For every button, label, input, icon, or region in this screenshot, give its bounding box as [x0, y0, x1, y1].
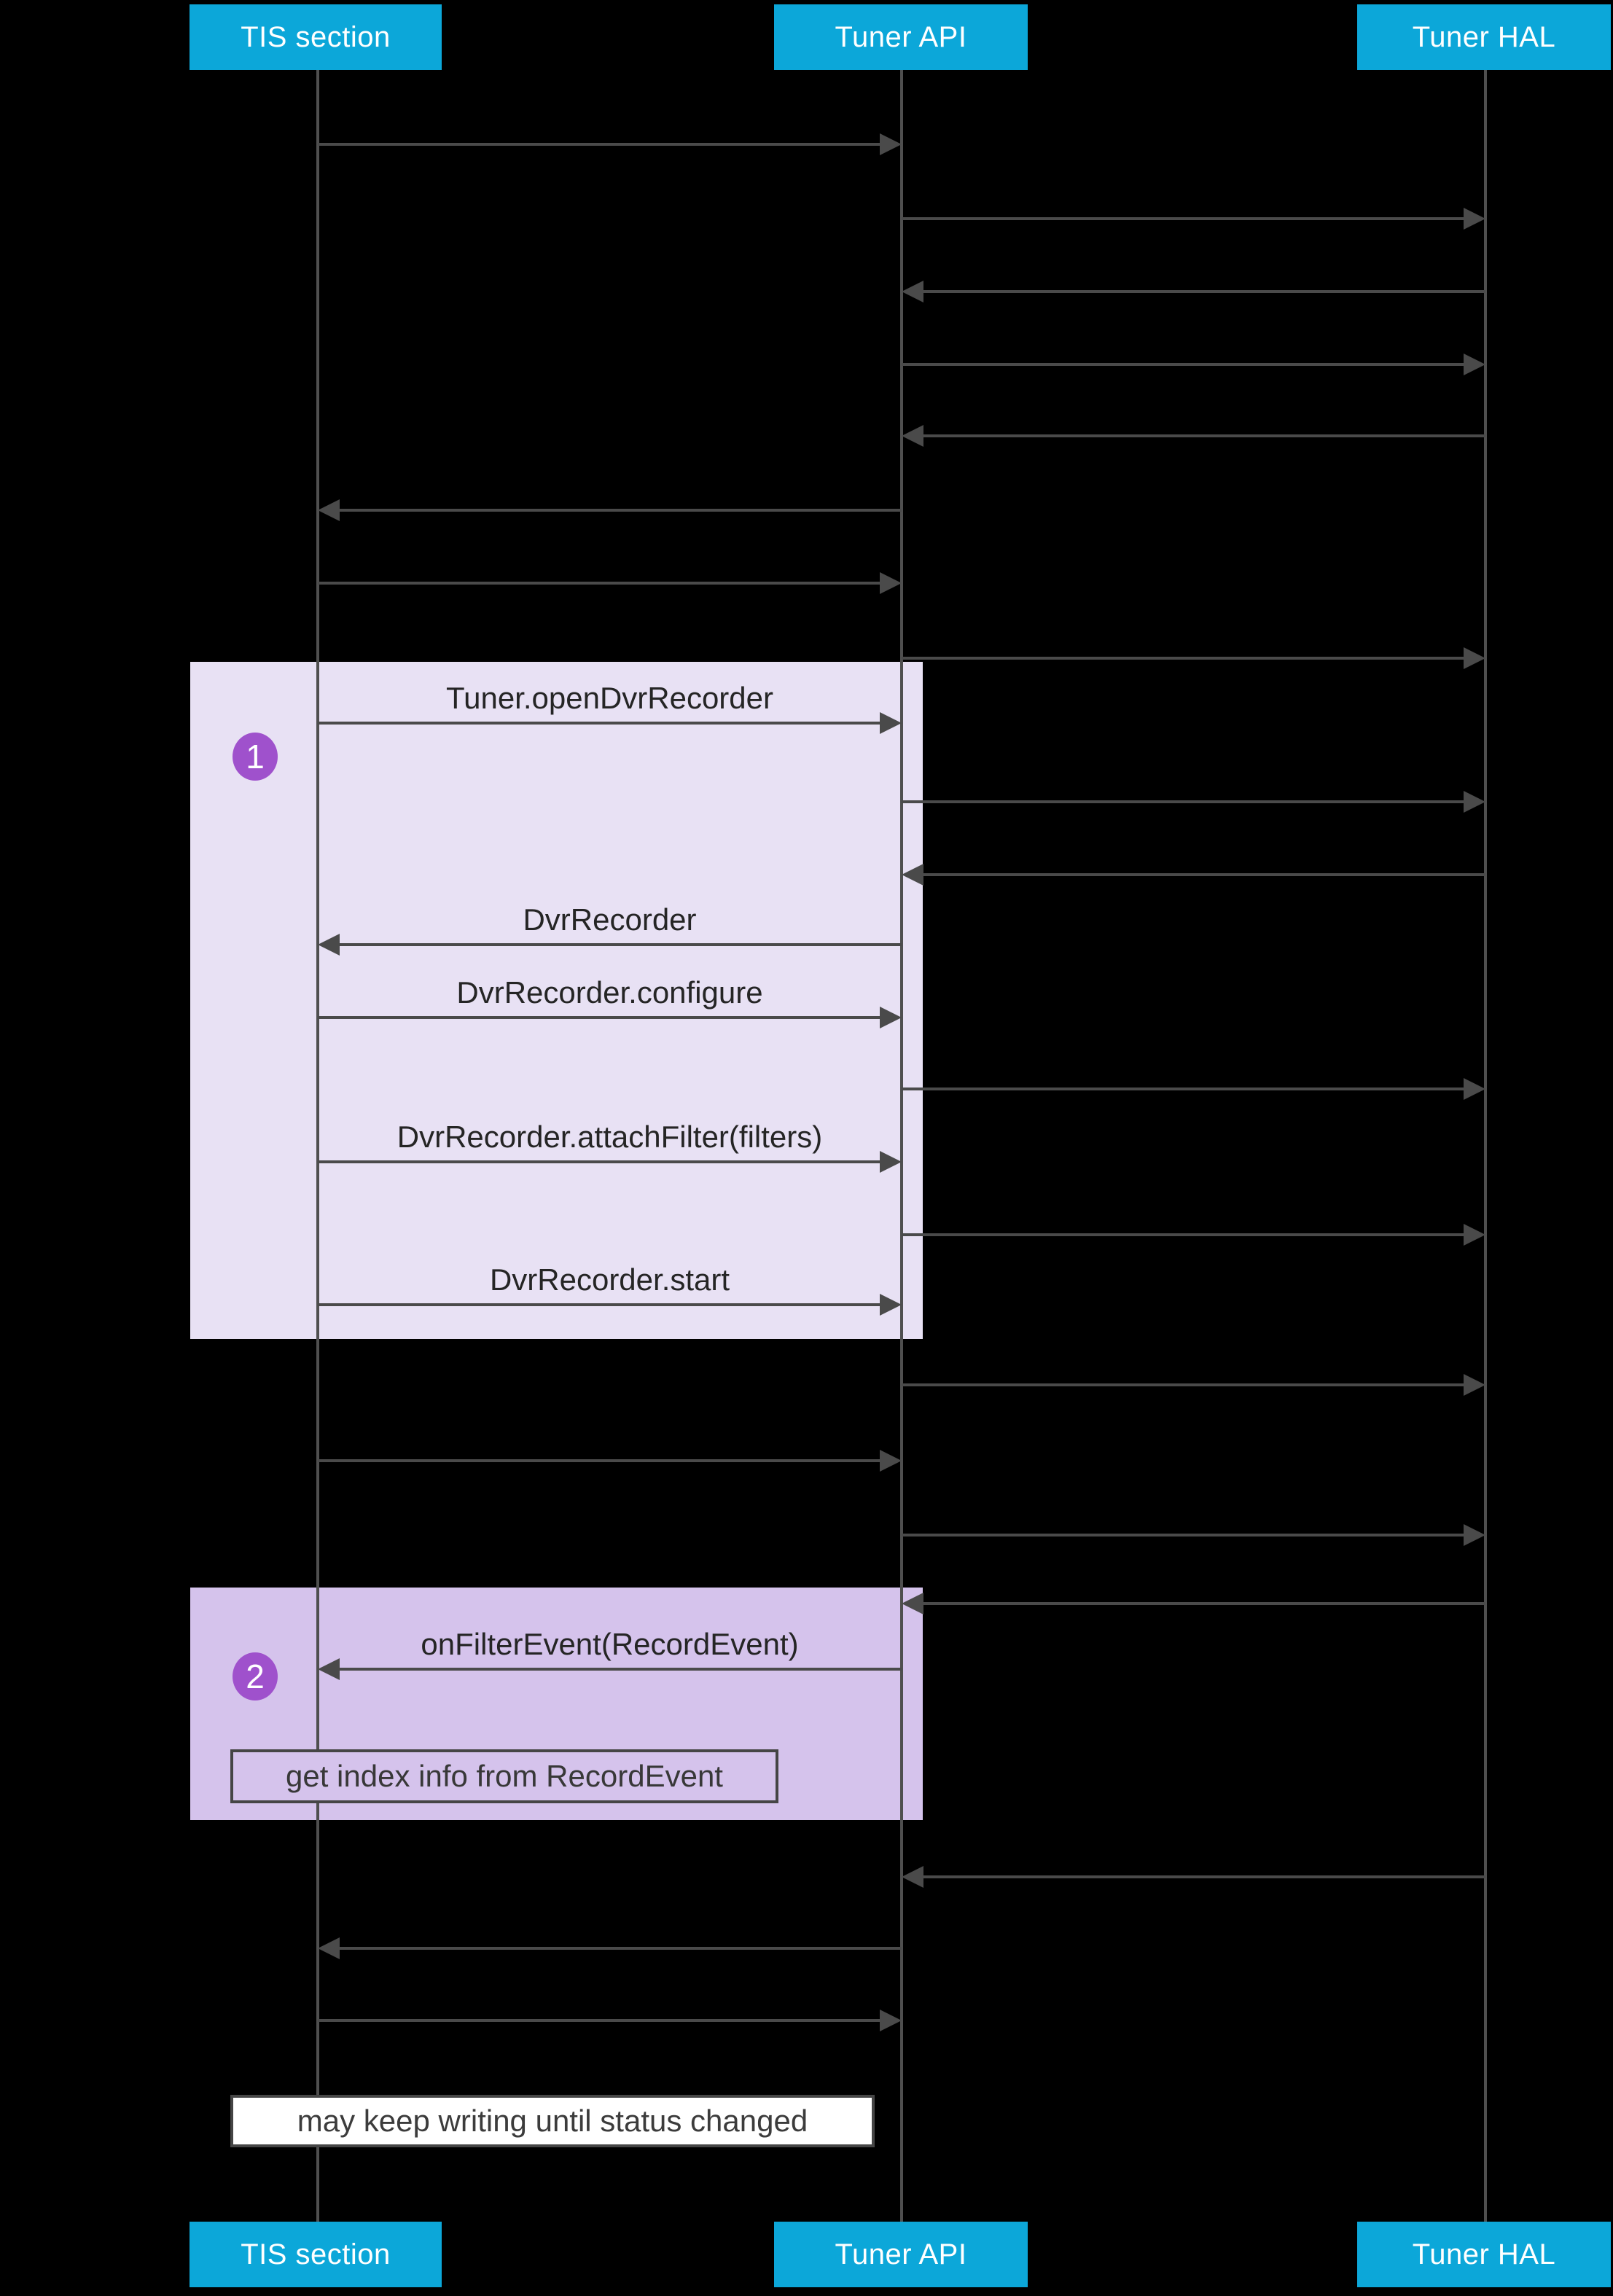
message-line	[318, 143, 884, 146]
message-line	[919, 1875, 1485, 1878]
arrowhead-icon	[880, 572, 902, 594]
step-badge-2: 2	[233, 1652, 278, 1700]
message-label: DvrRecorder.attachFilter(filters)	[397, 1120, 823, 1154]
message-line	[318, 582, 884, 585]
lifeline-tuner-hal	[1484, 70, 1487, 2222]
message-label: onFilterEvent(RecordEvent)	[421, 1627, 799, 1661]
highlight-region-1	[190, 662, 923, 1339]
arrowhead-icon	[902, 1866, 923, 1888]
message-label: DvrRecorder.start	[489, 1262, 730, 1297]
note-get-index-info: get index info from RecordEvent	[230, 1749, 778, 1803]
arrowhead-icon	[880, 133, 902, 155]
arrowhead-icon	[1464, 647, 1485, 669]
arrowhead-icon	[902, 864, 923, 886]
arrowhead-icon	[1464, 1224, 1485, 1246]
message-line	[919, 1602, 1485, 1605]
participant-header-top-tuner-hal: Tuner HAL	[1357, 4, 1611, 70]
arrowhead-icon	[902, 425, 923, 447]
message-line	[335, 943, 902, 946]
arrowhead-icon	[318, 1658, 340, 1680]
participant-header-bottom-tuner-api: Tuner API	[774, 2222, 1028, 2287]
message-line	[318, 1303, 884, 1306]
message-line	[902, 217, 1468, 220]
message-line	[318, 1016, 884, 1019]
arrowhead-icon	[1464, 1524, 1485, 1546]
message-line	[318, 722, 884, 725]
participant-header-top-tuner-api: Tuner API	[774, 4, 1028, 70]
message-line	[902, 1534, 1468, 1536]
arrowhead-icon	[902, 1593, 923, 1614]
message-line	[919, 290, 1485, 293]
arrowhead-icon	[880, 1294, 902, 1316]
participant-header-top-tis-section: TIS section	[190, 4, 442, 70]
note-may-keep-writing: may keep writing until status changed	[230, 2095, 875, 2147]
message-label: DvrRecorder	[523, 902, 697, 937]
message-line	[919, 873, 1485, 876]
message-line	[335, 1947, 902, 1950]
arrowhead-icon	[1464, 354, 1485, 375]
message-line	[318, 1160, 884, 1163]
message-line	[318, 2019, 884, 2022]
participant-header-bottom-tis-section: TIS section	[190, 2222, 442, 2287]
arrowhead-icon	[318, 499, 340, 521]
step-badge-1: 1	[233, 733, 278, 781]
arrowhead-icon	[902, 281, 923, 302]
participant-header-bottom-tuner-hal: Tuner HAL	[1357, 2222, 1611, 2287]
message-line	[318, 1459, 884, 1462]
message-line	[902, 800, 1468, 803]
arrowhead-icon	[1464, 208, 1485, 230]
arrowhead-icon	[880, 1007, 902, 1028]
message-line	[902, 1383, 1468, 1386]
lifeline-tis-section	[316, 70, 319, 2222]
arrowhead-icon	[318, 934, 340, 956]
arrowhead-icon	[318, 1937, 340, 1959]
message-line	[902, 657, 1468, 660]
arrowhead-icon	[1464, 791, 1485, 813]
arrowhead-icon	[880, 2010, 902, 2031]
message-line	[919, 434, 1485, 437]
message-line	[335, 509, 902, 512]
message-line	[902, 1233, 1468, 1236]
lifeline-tuner-api	[900, 70, 903, 2222]
message-line	[902, 1088, 1468, 1090]
message-label: Tuner.openDvrRecorder	[446, 681, 773, 715]
arrowhead-icon	[1464, 1078, 1485, 1100]
message-line	[902, 363, 1468, 366]
message-line	[335, 1668, 902, 1671]
arrowhead-icon	[1464, 1374, 1485, 1396]
arrowhead-icon	[880, 1151, 902, 1173]
arrowhead-icon	[880, 1450, 902, 1472]
arrowhead-icon	[880, 712, 902, 734]
message-label: DvrRecorder.configure	[456, 975, 763, 1010]
